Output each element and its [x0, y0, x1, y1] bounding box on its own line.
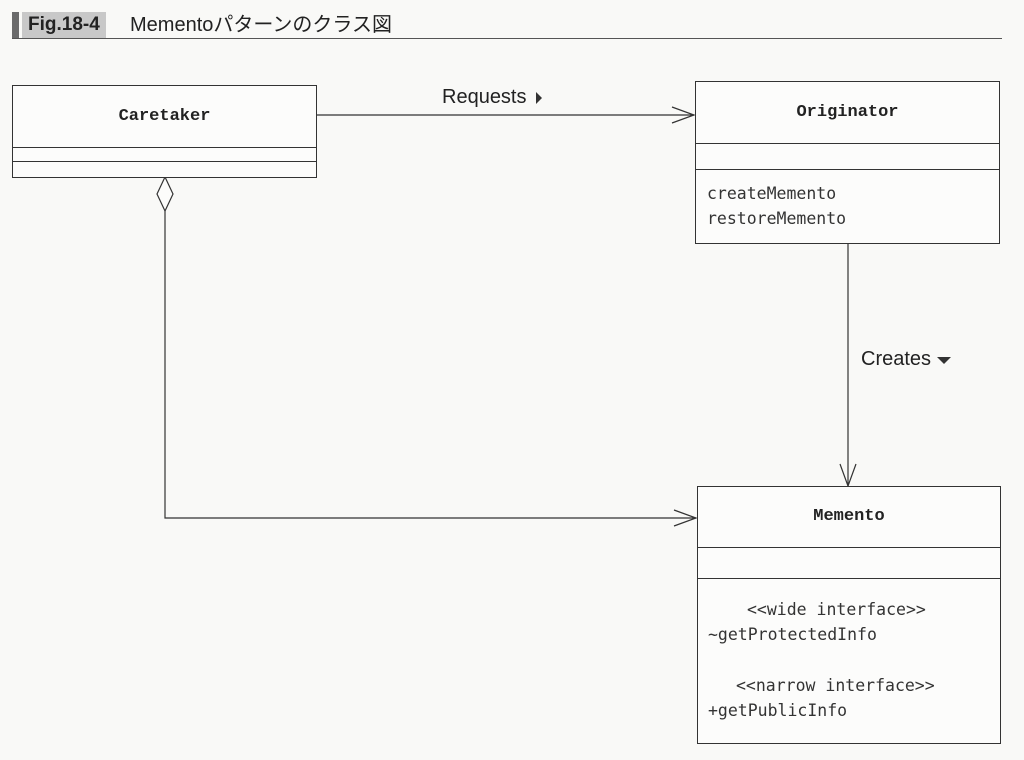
caretaker-class[interactable]: Caretaker: [12, 85, 317, 178]
memento-class[interactable]: Memento <<wide interface>> ~getProtected…: [697, 486, 1001, 744]
requests-triangle-icon: [536, 92, 542, 104]
header-marker: [12, 12, 19, 38]
narrow-interface-stereotype: <<narrow interface>>: [736, 676, 935, 695]
figure-header: Fig.18-4 Mementoパターンのクラス図: [12, 10, 1002, 40]
originator-class-name: Originator: [796, 103, 899, 122]
caretaker-operations: [13, 161, 316, 177]
get-protected-info-op: ~getProtectedInfo: [708, 625, 877, 644]
requests-label: Requests: [442, 86, 527, 108]
requests-arrowhead: [671, 106, 696, 124]
figure-title: Mementoパターンのクラス図: [130, 14, 392, 36]
figure-number: Fig.18-4: [22, 12, 106, 38]
restore-memento-op: restoreMemento: [707, 209, 847, 228]
aggregation-diamond: [156, 175, 174, 213]
caretaker-class-name: Caretaker: [118, 107, 211, 126]
originator-attributes: [696, 143, 999, 169]
aggregation-arrowhead: [673, 509, 698, 527]
aggregation-line: [164, 211, 696, 519]
get-public-info-op: +getPublicInfo: [708, 701, 848, 720]
wide-interface-stereotype: <<wide interface>>: [747, 600, 926, 619]
memento-attributes: [698, 547, 1000, 578]
caretaker-attributes: [13, 147, 316, 161]
creates-label: Creates: [861, 348, 932, 370]
creates-triangle-icon: [937, 357, 951, 364]
header-rule: [12, 38, 1002, 39]
originator-operations: createMemento restoreMemento: [696, 169, 999, 231]
create-memento-op: createMemento: [707, 184, 837, 203]
memento-class-name: Memento: [813, 507, 885, 526]
memento-operations: <<wide interface>> ~getProtectedInfo <<n…: [698, 578, 1000, 723]
originator-class[interactable]: Originator createMemento restoreMemento: [695, 81, 1000, 244]
